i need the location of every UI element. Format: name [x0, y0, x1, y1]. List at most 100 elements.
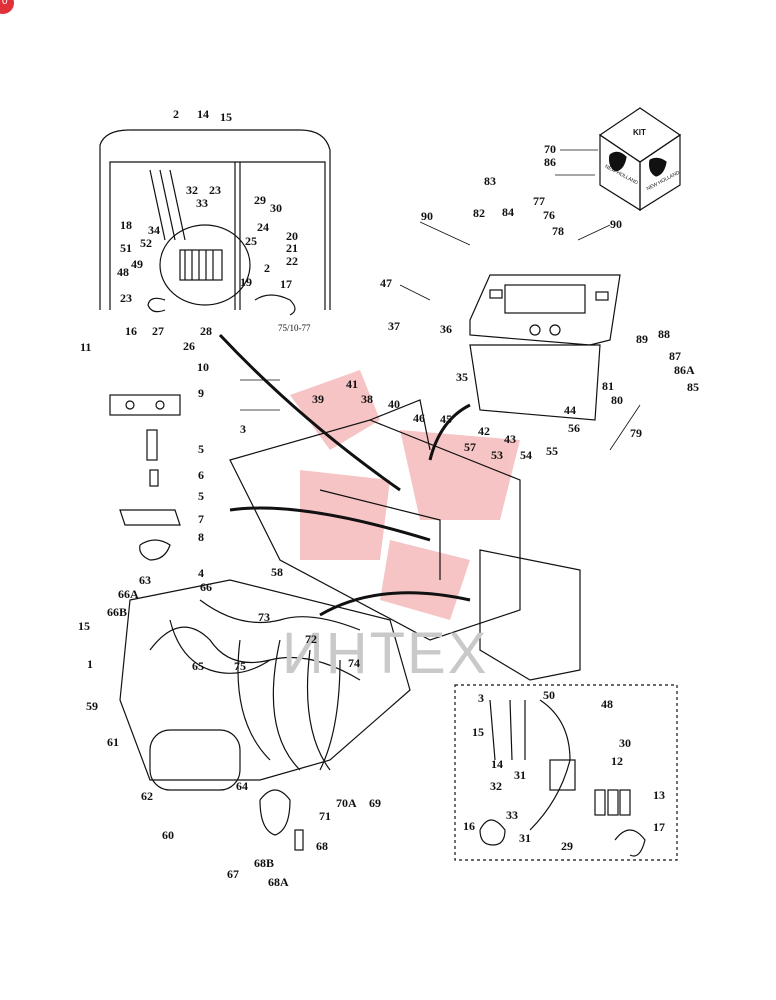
callout-47: 47 — [380, 276, 392, 290]
callout-33b: 33 — [506, 808, 518, 822]
callout-63: 63 — [139, 573, 151, 587]
pointer-arrows — [218, 333, 471, 617]
callout-15c: 15 — [472, 725, 484, 739]
kit-box-icon — [598, 107, 682, 212]
callout-87: 87 — [669, 349, 681, 363]
callout-20: 20 — [286, 229, 298, 243]
callout-30b: 30 — [619, 736, 631, 750]
callout-15b: 15 — [78, 619, 90, 633]
callout-57: 57 — [464, 440, 476, 454]
callout-31: 31 — [514, 768, 526, 782]
callout-82: 82 — [473, 206, 485, 220]
callout-80: 80 — [611, 393, 623, 407]
callout-5b: 5 — [198, 489, 204, 503]
callout-42: 42 — [478, 424, 490, 438]
callout-68B: 68B — [254, 856, 275, 870]
callout-55: 55 — [546, 444, 558, 458]
callout-51: 51 — [120, 241, 132, 255]
callout-40: 40 — [388, 397, 400, 411]
callout-30: 30 — [270, 201, 282, 215]
inset-detail — [454, 684, 678, 861]
callout-64: 64 — [236, 779, 248, 793]
callout-73: 73 — [258, 610, 270, 624]
callout-56: 56 — [568, 421, 580, 435]
callout-85: 85 — [687, 380, 699, 394]
callout-62: 62 — [141, 789, 153, 803]
console-body — [229, 399, 581, 681]
badge-text: 0 — [2, 0, 8, 7]
callout-81: 81 — [602, 379, 614, 393]
callout-14: 14 — [197, 107, 209, 121]
callout-78: 78 — [552, 224, 564, 238]
callout-15: 15 — [220, 110, 232, 124]
callout-48b: 48 — [601, 697, 613, 711]
callout-27: 27 — [152, 324, 164, 338]
callout-65: 65 — [192, 659, 204, 673]
callout-88: 88 — [658, 327, 670, 341]
callout-53: 53 — [491, 448, 503, 462]
callout-3: 3 — [240, 422, 246, 436]
callout-83: 83 — [484, 174, 496, 188]
callout-11: 11 — [80, 340, 92, 354]
callout-13: 13 — [653, 788, 665, 802]
callout-23b: 23 — [120, 291, 132, 305]
callout-41: 41 — [346, 377, 358, 391]
callout-35: 35 — [456, 370, 468, 384]
callout-76: 76 — [543, 208, 555, 222]
callout-69: 69 — [369, 796, 381, 810]
callout-67: 67 — [227, 867, 239, 881]
callout-32b: 32 — [490, 779, 502, 793]
callout-58: 58 — [271, 565, 283, 579]
callout-10: 10 — [197, 360, 209, 374]
callout-44: 44 — [564, 403, 576, 417]
watermark-logo — [290, 370, 520, 620]
callout-70: 70 — [544, 142, 556, 156]
callout-34: 34 — [148, 223, 160, 237]
callout-38: 38 — [361, 392, 373, 406]
callout-2b: 2 — [264, 261, 270, 275]
kit-title: KIT — [633, 128, 646, 137]
callout-75: 75 — [234, 659, 246, 673]
callout-45: 45 — [440, 412, 452, 426]
callout-29: 29 — [254, 193, 266, 207]
cab-window-view — [99, 129, 331, 316]
callout-66B: 66B — [107, 605, 128, 619]
callout-52: 52 — [140, 236, 152, 250]
callout-16: 16 — [125, 324, 137, 338]
callout-4: 4 — [198, 566, 204, 580]
callout-90: 90 — [421, 209, 433, 223]
watermark-text: ИНТЕХ — [282, 621, 489, 686]
callout-1: 1 — [87, 657, 93, 671]
instrument-panel — [469, 274, 621, 421]
callout-39: 39 — [312, 392, 324, 406]
callout-66A: 66A — [118, 587, 139, 601]
callout-33: 33 — [196, 196, 208, 210]
engine-block — [119, 579, 411, 851]
callout-2: 2 — [173, 107, 179, 121]
callout-29b: 29 — [561, 839, 573, 853]
callout-84: 84 — [502, 205, 514, 219]
callout-79: 79 — [630, 426, 642, 440]
callout-14b: 14 — [491, 757, 503, 771]
callout-24: 24 — [257, 220, 269, 234]
callout-74: 74 — [348, 656, 360, 670]
callout-17: 17 — [280, 277, 292, 291]
switch-plate-assembly — [109, 394, 181, 561]
callout-66: 66 — [200, 580, 212, 594]
callout-48: 48 — [117, 265, 129, 279]
callout-71: 71 — [319, 809, 331, 823]
callout-6: 6 — [198, 468, 204, 482]
callout-46: 46 — [413, 411, 425, 425]
callout-28: 28 — [200, 324, 212, 338]
callout-31b: 31 — [519, 831, 531, 845]
callout-90b: 90 — [610, 217, 622, 231]
callout-86: 86 — [544, 155, 556, 169]
callout-37: 37 — [388, 319, 400, 333]
callout-60: 60 — [162, 828, 174, 842]
callout-25: 25 — [245, 234, 257, 248]
callout-68A: 68A — [268, 875, 289, 889]
callout-8: 8 — [198, 530, 204, 544]
callout-50: 50 — [543, 688, 555, 702]
drawing-code: 75/10-77 — [278, 323, 311, 333]
